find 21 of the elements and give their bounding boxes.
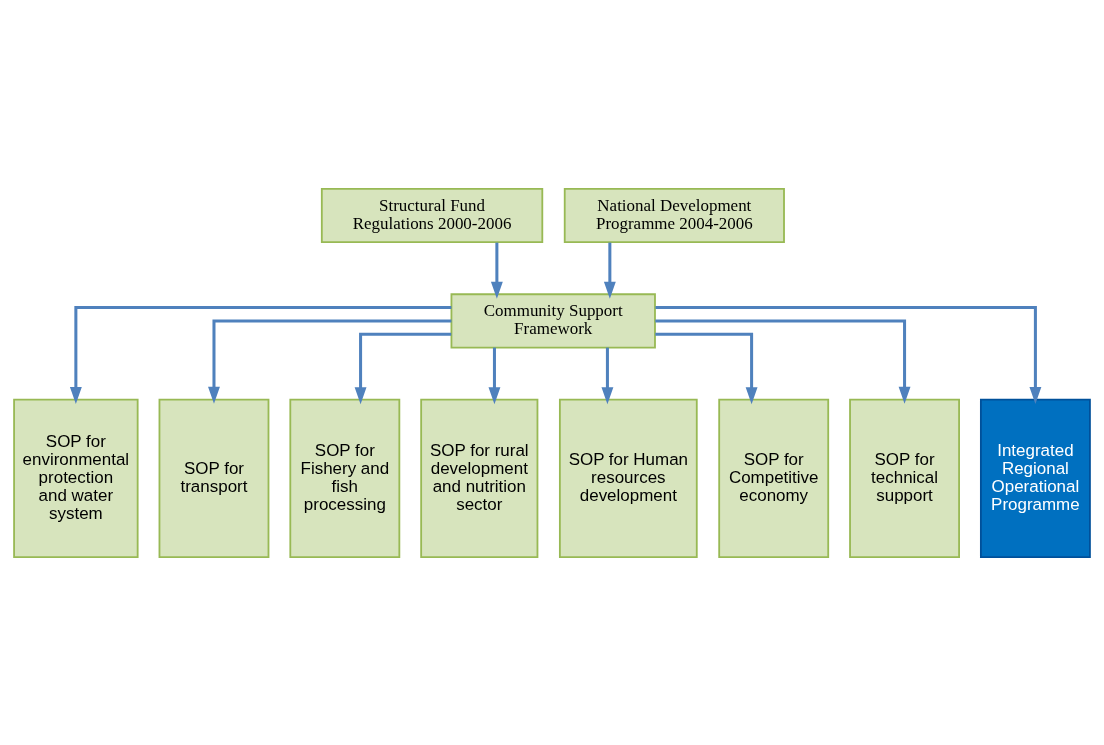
- arrow: [655, 305, 1042, 404]
- arrow: [488, 347, 501, 404]
- arrow: [208, 318, 452, 404]
- arrow: [490, 242, 503, 299]
- node-box: SOP for technical support: [849, 398, 960, 558]
- arrow: [603, 242, 616, 299]
- node-box: Integrated Regional Operational Programme: [979, 398, 1091, 558]
- arrow: [354, 332, 452, 404]
- node-box: National Development Programme 2004-2006: [563, 187, 785, 243]
- arrow: [601, 347, 614, 404]
- node-box: SOP for rural development and nutrition sector: [420, 398, 539, 558]
- arrow: [655, 318, 911, 404]
- node-box: SOP for environmental protection and water system: [13, 398, 139, 558]
- node-box: SOP for Fishery and fish processing: [289, 398, 401, 558]
- arrow: [655, 332, 758, 404]
- node-box: SOP for Competitive economy: [718, 398, 830, 558]
- node-box: SOP for Human resources development: [558, 398, 698, 558]
- node-box: Community Support Framework: [450, 292, 656, 348]
- node-box: SOP for transport: [158, 398, 270, 558]
- arrow: [69, 305, 452, 404]
- node-box: Structural Fund Regulations 2000-2006: [320, 187, 544, 243]
